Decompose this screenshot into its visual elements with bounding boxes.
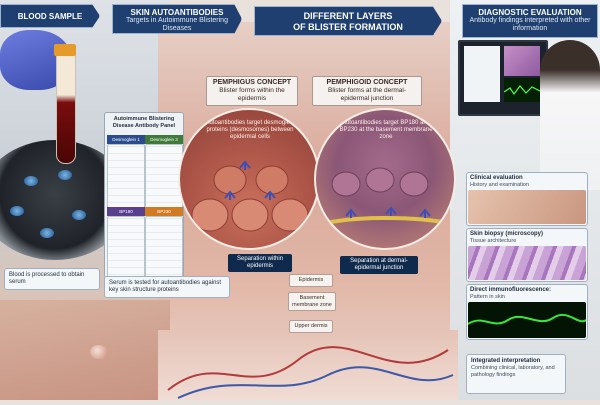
waveform-icon	[503, 85, 541, 96]
vial-icon	[58, 170, 72, 180]
panel-well: BP230	[145, 207, 183, 282]
basement-membrane-label: Basement membrane zone	[288, 292, 336, 311]
vial-icon	[24, 176, 38, 186]
immunofluorescence-image	[467, 302, 587, 338]
well-strip	[107, 216, 145, 282]
arm-skin-illustration	[0, 300, 170, 400]
histology-image	[468, 246, 586, 280]
well-label: Desmoglein 1	[107, 135, 145, 144]
integrated-sub: Combining clinical, laboratory, and path…	[471, 365, 555, 378]
well-label: BP230	[145, 207, 183, 216]
epidermis-label: Epidermis	[289, 274, 333, 287]
epidermal-cells-icon	[191, 160, 309, 232]
skin-biopsy-sub: Tissue architecture	[470, 238, 517, 244]
monitor-histology-pane	[504, 46, 540, 76]
antibody-panel: Autoimmune Blistering Disease Antibody P…	[104, 112, 184, 282]
pemphigus-concept-box: PEMPHIGUS CONCEPT Blister forms within t…	[206, 76, 298, 106]
integrated-interpretation-card: Integrated interpretation Combining clin…	[466, 354, 566, 394]
blood-sample-banner: BLOOD SAMPLE	[0, 4, 100, 28]
diagnostic-evaluation-title: DIAGNOSTIC EVALUATION	[478, 8, 582, 17]
pemphigoid-concept-box: PEMPHIGOID CONCEPT Blister forms at the …	[312, 76, 422, 106]
pemphigoid-circle-text: Autoantibodies target BP180 and BP230 at…	[339, 120, 433, 140]
linear-fluorescence-icon	[467, 313, 587, 325]
upper-dermis-label: Upper dermis	[289, 320, 333, 333]
panel-well: Desmoglein 3	[145, 135, 183, 210]
monitor-data-pane	[464, 46, 500, 102]
panel-title: Autoimmune Blistering Disease Antibody P…	[112, 116, 176, 129]
pemphigus-desc: Blister forms within the epidermis	[219, 87, 285, 102]
monitor-waveform-pane	[503, 78, 541, 102]
well-strip	[107, 144, 145, 210]
well-label: BP180	[107, 207, 145, 216]
pemphigus-magnified-view: Autoantibodies target desmoglein protein…	[178, 108, 320, 250]
tube-cap	[54, 44, 76, 56]
diagnostic-evaluation-banner: DIAGNOSTIC EVALUATION Antibody findings …	[462, 4, 598, 38]
blister-layers-line2: OF BLISTER FORMATION	[293, 22, 403, 32]
blister-layers-banner: DIFFERENT LAYERS OF BLISTER FORMATION	[254, 6, 442, 36]
clinical-evaluation-sub: History and examination	[470, 182, 530, 188]
pemphigus-title: PEMPHIGUS CONCEPT	[212, 79, 292, 86]
clinical-evaluation-title: Clinical evaluation	[470, 175, 523, 181]
immunofluorescence-title: Direct immunofluorescence:	[470, 287, 552, 293]
vial-icon	[10, 206, 24, 216]
serum-tested-note: Serum is tested for autoantibodies again…	[104, 276, 230, 298]
vial-icon	[72, 210, 86, 220]
diagnostic-evaluation-sub: Antibody findings interpreted with other…	[469, 17, 591, 32]
lab-monitor	[458, 40, 548, 116]
skin-biopsy-title: Skin biopsy (microscopy)	[470, 231, 544, 237]
basement-membrane-icon	[320, 167, 454, 226]
pemphigoid-title: PEMPHIGOID CONCEPT	[326, 79, 408, 86]
well-strip	[145, 216, 183, 282]
clinical-exam-image	[468, 190, 586, 224]
blood-vessels-icon	[167, 346, 454, 399]
pemphigoid-separation-label: Separation at dermal-epidermal junction	[340, 256, 418, 274]
skin-autoantibodies-sub: Targets in Autoimmune Blistering Disease…	[126, 17, 228, 32]
clinician-illustration	[540, 40, 600, 190]
skin-autoantibodies-title: SKIN AUTOANTIBODIES	[130, 8, 224, 17]
integrated-title: Integrated interpretation	[471, 358, 541, 364]
dermis-illustration	[158, 330, 458, 400]
blood-tube-illustration	[56, 52, 76, 164]
blister-layers-line1: DIFFERENT LAYERS	[303, 11, 393, 21]
panel-well: Desmoglein 1	[107, 135, 145, 210]
pemphigus-circle-text: Autoantibodies target desmoglein protein…	[205, 120, 295, 140]
immunofluorescence-sub: Pattern in skin	[470, 294, 505, 300]
blister-illustration	[90, 345, 108, 359]
pemphigus-separation-label: Separation within epidermis	[228, 254, 292, 272]
pemphigoid-magnified-view: Autoantibodies target BP180 and BP230 at…	[314, 108, 456, 250]
panel-well: BP180	[107, 207, 145, 282]
vial-icon	[40, 228, 54, 238]
well-strip	[145, 144, 183, 210]
serum-note: Blood is processed to obtain serum	[4, 268, 100, 290]
well-label: Desmoglein 3	[145, 135, 183, 144]
pemphigoid-desc: Blister forms at the dermal-epidermal ju…	[327, 87, 407, 102]
skin-autoantibodies-banner: SKIN AUTOANTIBODIES Targets in Autoimmun…	[112, 4, 242, 34]
